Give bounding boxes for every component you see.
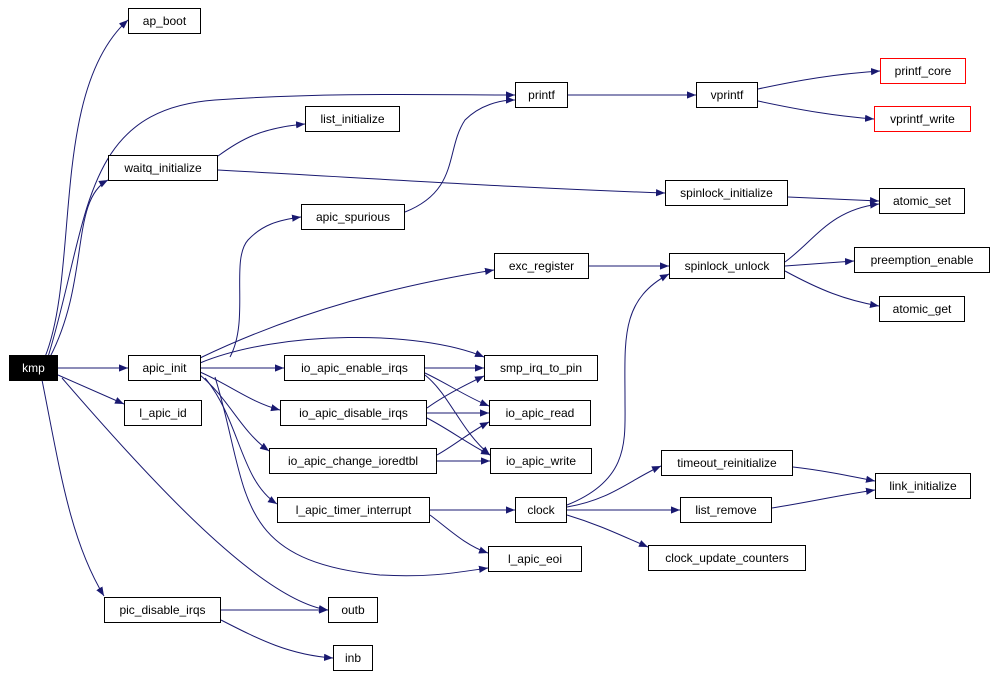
edge-spinlock-unlock-atomic-set: [784, 201, 880, 263]
edge-spinlock-unlock-atomic-get: [784, 270, 880, 308]
edge-timeout-reinitialize-link-initialize: [792, 466, 876, 483]
edge-spinlock-unlock-preemption-enable: [784, 258, 855, 267]
node-io-apic-change-ioredtbl[interactable]: io_apic_change_ioredtbl: [269, 448, 437, 474]
edge-waitq-spinlock-initialize: [217, 169, 666, 197]
node-clock-update-counters[interactable]: clock_update_counters: [648, 545, 806, 571]
node-l-apic-id[interactable]: l_apic_id: [124, 400, 202, 426]
edge-kmp-outb: [61, 377, 329, 613]
node-io-apic-disable-irqs[interactable]: io_apic_disable_irqs: [280, 400, 427, 426]
edge-apic-init-exc-register: [199, 267, 495, 359]
node-printf[interactable]: printf: [515, 82, 568, 108]
edge-clock-timeout-reinitialize: [566, 465, 662, 508]
edge-apic-init-l-apic-timer-interrupt: [204, 377, 278, 505]
edge-io-apic-change-ioredtbl-io-apic-read: [436, 421, 490, 456]
edge-vprintf-vprintf-write: [757, 100, 875, 122]
node-clock[interactable]: clock: [515, 497, 567, 523]
edge-l-apic-timer-interrupt-l-apic-eoi: [429, 514, 489, 554]
node-vprintf[interactable]: vprintf: [696, 82, 758, 108]
node-timeout-reinitialize[interactable]: timeout_reinitialize: [661, 450, 793, 476]
edge-io-apic-disable-irqs-io-apic-write: [426, 417, 491, 456]
edge-pic-disable-irqs-inb: [220, 619, 334, 661]
edge-kmp-pic-disable-irqs: [41, 379, 105, 597]
edge-io-apic-enable-irqs-io-apic-read: [424, 372, 490, 407]
edge-kmp-ap-boot: [44, 19, 129, 358]
edge-apic-init-smp-irq-to-pin: [199, 337, 485, 364]
edge-apic-spurious-printf: [404, 96, 516, 213]
node-inb[interactable]: inb: [333, 645, 373, 671]
node-atomic-set[interactable]: atomic_set: [879, 188, 965, 214]
edge-apic-init-l-apic-eoi: [214, 376, 489, 577]
edge-list-remove-link-initialize: [771, 487, 876, 509]
edge-clock-spinlock-unlock: [566, 273, 670, 506]
node-vprintf-write[interactable]: vprintf_write: [874, 106, 971, 132]
node-l-apic-timer-interrupt[interactable]: l_apic_timer_interrupt: [277, 497, 430, 523]
node-preemption-enable[interactable]: preemption_enable: [854, 247, 990, 273]
node-kmp[interactable]: kmp: [9, 355, 58, 381]
edge-apic-init-apic-spurious: [229, 214, 302, 358]
node-pic-disable-irqs[interactable]: pic_disable_irqs: [104, 597, 221, 623]
node-io-apic-read[interactable]: io_apic_read: [489, 400, 591, 426]
node-waitq-initialize[interactable]: waitq_initialize: [108, 155, 218, 181]
edge-kmp-printf: [47, 91, 516, 358]
node-link-initialize[interactable]: link_initialize: [875, 473, 971, 499]
node-spinlock-initialize[interactable]: spinlock_initialize: [665, 180, 788, 206]
edge-apic-init-io-apic-change-ioredtbl: [199, 374, 270, 452]
node-outb[interactable]: outb: [328, 597, 378, 623]
node-io-apic-enable-irqs[interactable]: io_apic_enable_irqs: [284, 355, 425, 381]
edge-clock-clock-update-counters: [566, 514, 649, 548]
node-ap-boot[interactable]: ap_boot: [128, 8, 201, 34]
node-exc-register[interactable]: exc_register: [494, 253, 589, 279]
node-list-remove[interactable]: list_remove: [680, 497, 772, 523]
edge-kmp-l-apic-id: [57, 374, 125, 405]
node-apic-init[interactable]: apic_init: [128, 355, 201, 381]
edge-io-apic-enable-irqs-io-apic-write: [424, 374, 491, 456]
edge-spinlock-initialize-atomic-set: [787, 196, 880, 205]
node-apic-spurious[interactable]: apic_spurious: [301, 204, 405, 230]
edge-apic-init-io-apic-disable-irqs: [199, 371, 281, 412]
node-l-apic-eoi[interactable]: l_apic_eoi: [488, 546, 582, 572]
node-atomic-get[interactable]: atomic_get: [879, 296, 965, 322]
edge-io-apic-disable-irqs-smp-irq-to-pin: [426, 375, 485, 409]
edge-waitq-list-initialize: [217, 121, 306, 157]
node-printf-core[interactable]: printf_core: [880, 58, 966, 84]
node-spinlock-unlock[interactable]: spinlock_unlock: [669, 253, 785, 279]
node-smp-irq-to-pin[interactable]: smp_irq_to_pin: [484, 355, 598, 381]
edge-kmp-waitq-initialize: [49, 179, 109, 358]
node-list-initialize[interactable]: list_initialize: [305, 106, 400, 132]
edge-vprintf-printf-core: [757, 68, 881, 90]
node-io-apic-write[interactable]: io_apic_write: [490, 448, 592, 474]
